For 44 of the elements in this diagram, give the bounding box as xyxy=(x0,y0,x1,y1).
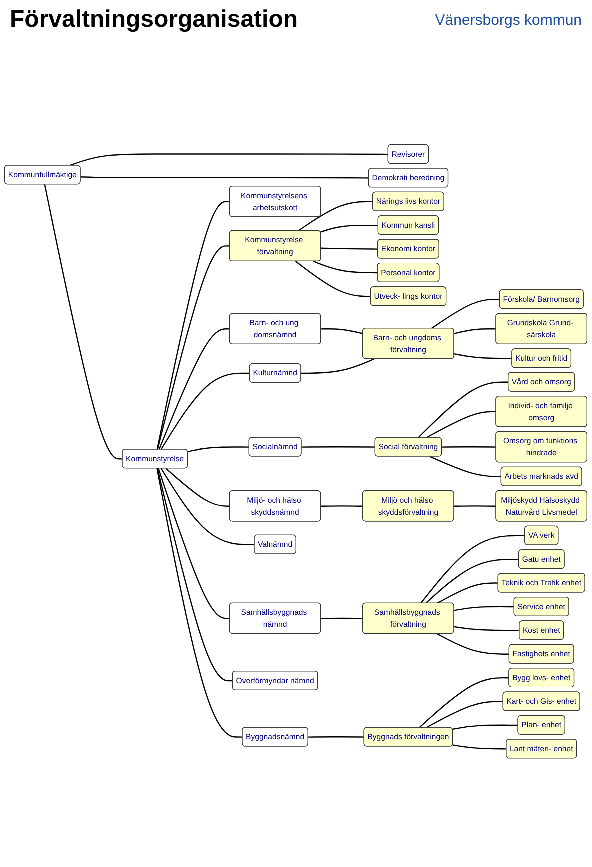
connector xyxy=(454,353,512,360)
connector xyxy=(321,618,364,620)
connector xyxy=(321,248,378,250)
connector xyxy=(298,201,374,232)
connector xyxy=(80,176,369,179)
connector xyxy=(430,456,502,478)
connector xyxy=(454,506,496,507)
connector xyxy=(320,224,378,233)
connector xyxy=(313,260,378,274)
connector xyxy=(426,558,520,604)
connector xyxy=(301,358,375,374)
connector xyxy=(442,446,496,448)
connector xyxy=(454,328,496,334)
connector xyxy=(418,382,509,438)
connector xyxy=(454,606,514,612)
connector xyxy=(452,724,518,730)
connector xyxy=(452,744,507,750)
connector xyxy=(426,701,504,728)
connector xyxy=(454,626,520,632)
connector xyxy=(420,535,526,604)
connector xyxy=(166,468,230,507)
connector xyxy=(157,468,233,682)
title: Förvaltningsorganisation xyxy=(10,6,298,34)
connector xyxy=(157,246,230,450)
connector xyxy=(437,633,510,655)
connector xyxy=(321,506,364,507)
connector xyxy=(302,446,376,448)
connector xyxy=(308,736,364,738)
connector xyxy=(156,201,230,450)
connector xyxy=(426,411,496,438)
connector xyxy=(321,328,364,334)
connector xyxy=(418,677,510,728)
connector xyxy=(160,372,250,450)
connector xyxy=(295,261,371,298)
organization-name: Vänersborgs kommun xyxy=(435,12,582,28)
connector xyxy=(158,468,230,620)
connector xyxy=(70,154,388,166)
connector xyxy=(158,328,230,450)
connector xyxy=(188,446,250,452)
connector xyxy=(437,582,498,604)
connector xyxy=(44,184,123,460)
connector xyxy=(431,298,500,330)
connector xyxy=(160,468,255,546)
connector xyxy=(156,468,243,738)
